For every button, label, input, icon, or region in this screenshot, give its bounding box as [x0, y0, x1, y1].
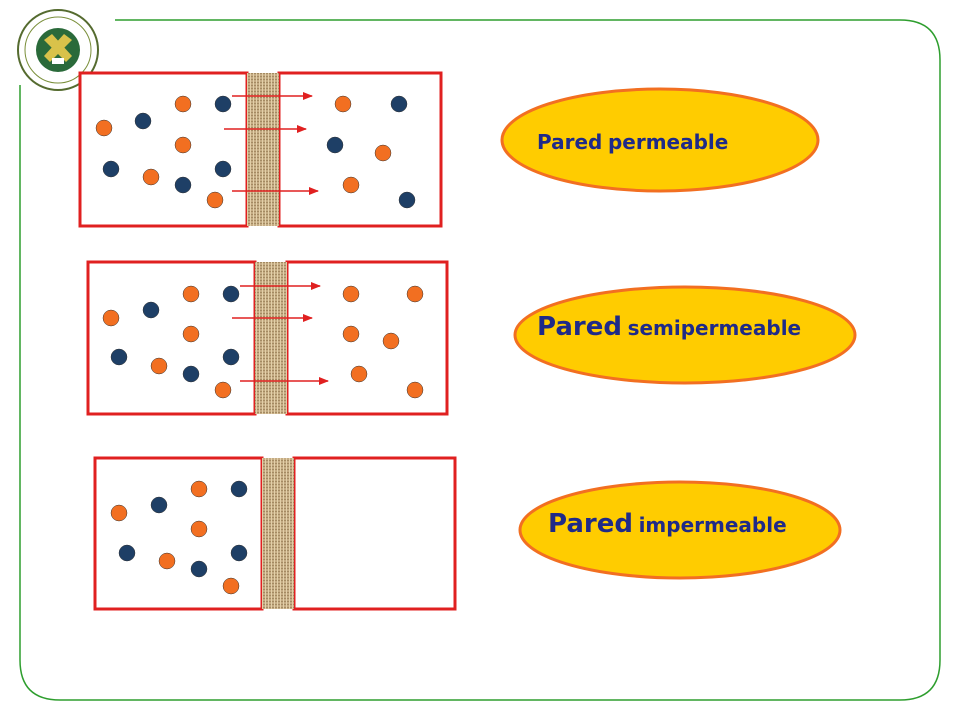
- label-permeable-word: Pared: [537, 130, 603, 154]
- orange-particle-permeable: [334, 95, 352, 113]
- label-impermeable-word: Pared: [548, 509, 633, 539]
- orange-particle-semipermeable: [214, 381, 232, 399]
- blue-particle-semipermeable: [142, 301, 160, 319]
- orange-particle-semipermeable: [342, 325, 360, 343]
- blue-particle-permeable: [134, 112, 152, 130]
- blue-particle-impermeable: [150, 496, 168, 514]
- orange-particle-permeable: [206, 191, 224, 209]
- orange-particle-impermeable: [190, 480, 208, 498]
- label-permeable-rest: permeable: [607, 130, 729, 154]
- orange-particle-permeable: [342, 176, 360, 194]
- oval-semipermeable: [513, 285, 857, 385]
- membrane-wall-permeable: [247, 73, 279, 226]
- blue-particle-impermeable: [230, 544, 248, 562]
- blue-particle-impermeable: [230, 480, 248, 498]
- membrane-wall-semipermeable: [255, 262, 287, 414]
- orange-particle-semipermeable: [382, 332, 400, 350]
- orange-particle-permeable: [95, 119, 113, 137]
- blue-particle-semipermeable: [110, 348, 128, 366]
- blue-particle-permeable: [214, 95, 232, 113]
- label-impermeable-rest: impermeable: [638, 513, 787, 537]
- blue-particle-impermeable: [190, 560, 208, 578]
- orange-particle-permeable: [374, 144, 392, 162]
- right-compartment-impermeable: [292, 456, 457, 611]
- orange-particle-permeable: [174, 136, 192, 154]
- orange-particle-permeable: [142, 168, 160, 186]
- blue-particle-semipermeable: [222, 285, 240, 303]
- blue-particle-permeable: [326, 136, 344, 154]
- orange-particle-semipermeable: [350, 365, 368, 383]
- blue-particle-permeable: [174, 176, 192, 194]
- orange-particle-semipermeable: [406, 285, 424, 303]
- orange-particle-semipermeable: [102, 309, 120, 327]
- orange-particle-impermeable: [222, 577, 240, 595]
- blue-particle-impermeable: [118, 544, 136, 562]
- blue-particle-permeable: [398, 191, 416, 209]
- blue-particle-permeable: [390, 95, 408, 113]
- orange-particle-impermeable: [110, 504, 128, 522]
- blue-particle-semipermeable: [222, 348, 240, 366]
- orange-particle-semipermeable: [182, 325, 200, 343]
- slide-frame: [19, 19, 941, 701]
- oval-impermeable: [518, 480, 842, 580]
- label-semipermeable-rest: semipermeable: [627, 316, 802, 340]
- label-permeable: Pared permeable: [537, 130, 728, 154]
- membrane-wall-impermeable: [262, 458, 294, 609]
- orange-particle-semipermeable: [406, 381, 424, 399]
- oval-permeable: [500, 87, 820, 193]
- orange-particle-impermeable: [190, 520, 208, 538]
- blue-particle-semipermeable: [182, 365, 200, 383]
- label-impermeable: Pared impermeable: [548, 509, 787, 539]
- university-seal-logo: [17, 9, 99, 91]
- orange-particle-permeable: [174, 95, 192, 113]
- label-semipermeable-word: Pared: [537, 312, 622, 342]
- orange-particle-impermeable: [158, 552, 176, 570]
- label-semipermeable: Pared semipermeable: [537, 312, 801, 342]
- blue-particle-permeable: [102, 160, 120, 178]
- orange-particle-semipermeable: [150, 357, 168, 375]
- blue-particle-permeable: [214, 160, 232, 178]
- orange-particle-semipermeable: [342, 285, 360, 303]
- orange-particle-semipermeable: [182, 285, 200, 303]
